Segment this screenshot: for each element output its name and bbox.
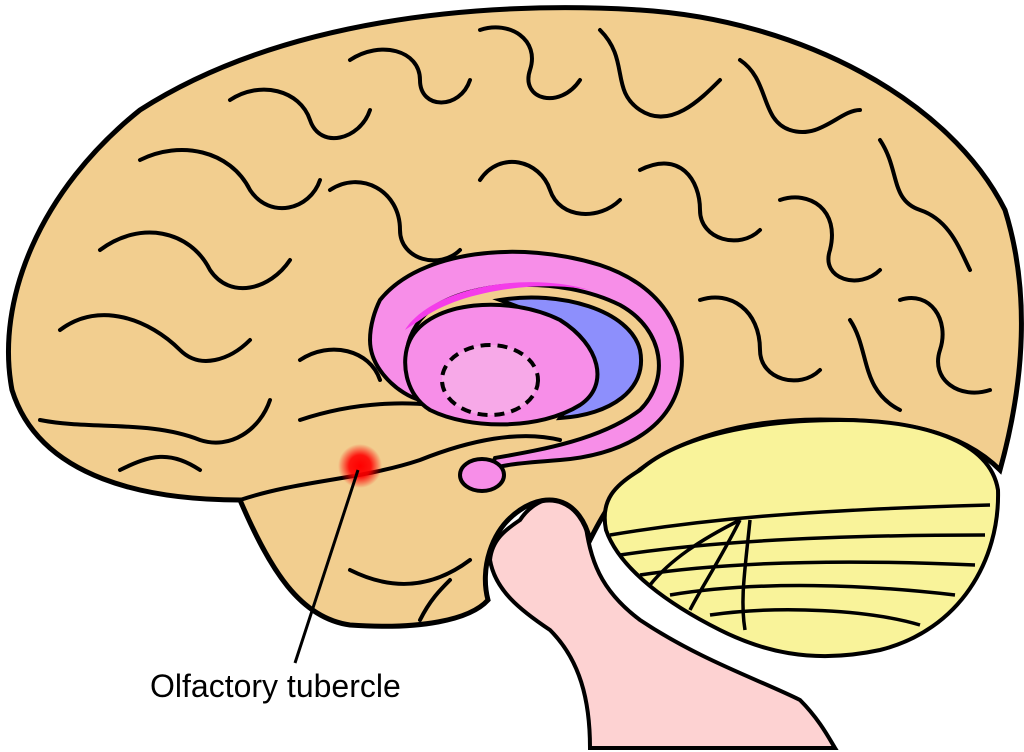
- olfactory-tubercle-label: Olfactory tubercle: [150, 668, 401, 704]
- mammillary-body: [458, 457, 506, 493]
- olfactory-tubercle-highlight: [338, 444, 382, 488]
- cerebellum-folia: [609, 503, 991, 631]
- label-leader-line: [293, 469, 360, 664]
- cingulate-highlight: [405, 282, 590, 330]
- gyri-lines: [38, 25, 992, 622]
- thalamus-nucleus: [440, 343, 540, 417]
